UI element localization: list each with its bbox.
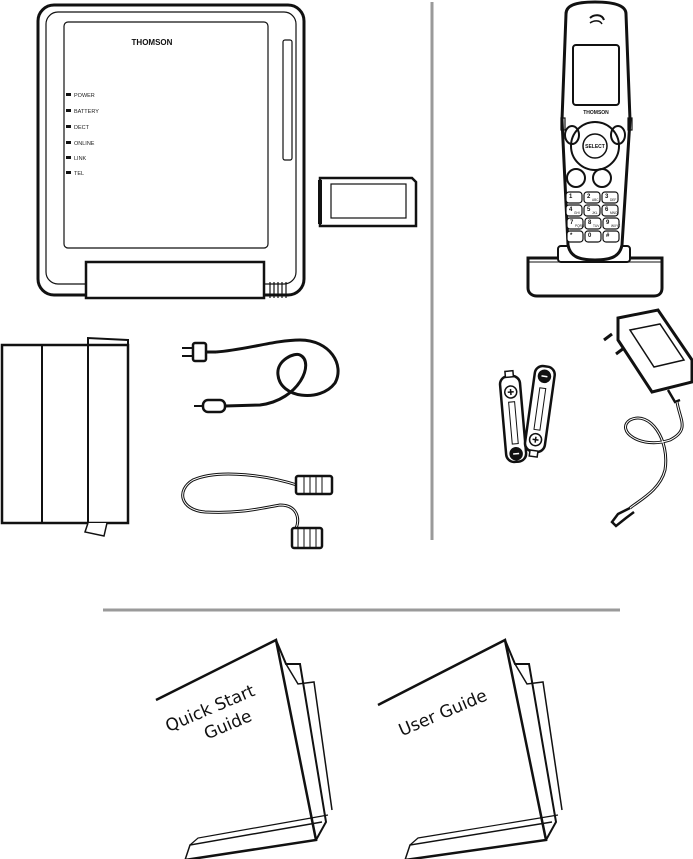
keypad-key: 1 bbox=[566, 192, 582, 203]
keypad-key-letters: TUV bbox=[593, 224, 600, 228]
telephone-cable bbox=[183, 474, 332, 548]
modem-brand-logo: THOMSON bbox=[132, 38, 173, 47]
led-label-tel: TEL bbox=[74, 171, 84, 177]
led-indicator: BATTERY bbox=[66, 109, 99, 115]
keypad-key: # bbox=[603, 231, 619, 242]
keypad-key-letters: PQRS bbox=[575, 224, 584, 228]
keypad-key: 0 bbox=[585, 231, 601, 242]
modem-unit bbox=[38, 5, 304, 298]
led-label-online: ONLINE bbox=[74, 141, 95, 147]
led-indicator: ONLINE bbox=[66, 141, 95, 147]
keypad-key-letters: GHI bbox=[574, 211, 580, 215]
led-indicator: TEL bbox=[66, 171, 84, 177]
power-cable bbox=[182, 340, 338, 412]
quick-start-guide-booklet bbox=[156, 640, 332, 859]
pc-card-adapter bbox=[320, 178, 416, 226]
led-label-battery: BATTERY bbox=[74, 109, 99, 115]
handset-brand-logo: THOMSON bbox=[583, 110, 609, 116]
keypad-key: * bbox=[567, 231, 583, 242]
handset-select-key: SELECT bbox=[585, 144, 605, 150]
led-indicator: LINK bbox=[66, 156, 87, 162]
led-indicator: DECT bbox=[66, 125, 90, 131]
keypad-key-letters: JKL bbox=[592, 211, 598, 215]
led-label-link: LINK bbox=[74, 156, 87, 162]
user-guide-booklet bbox=[378, 640, 562, 859]
keypad-key-letters: DEF bbox=[610, 198, 616, 202]
modem-led-panel: POWER BATTERY DECT ONLINE LINK TEL bbox=[66, 93, 99, 177]
led-label-dect: DECT bbox=[74, 125, 90, 131]
led-indicator: POWER bbox=[66, 93, 95, 99]
aaa-battery bbox=[523, 365, 555, 458]
keypad-key-letters: ABC bbox=[592, 198, 599, 202]
keypad-key-letters: WXYZ bbox=[611, 224, 620, 228]
power-adapter bbox=[604, 310, 692, 526]
aaa-battery bbox=[499, 370, 527, 462]
led-label-power: POWER bbox=[74, 93, 95, 99]
keypad-key-letters: MNO bbox=[610, 211, 618, 215]
battery-cover-box bbox=[2, 338, 128, 536]
